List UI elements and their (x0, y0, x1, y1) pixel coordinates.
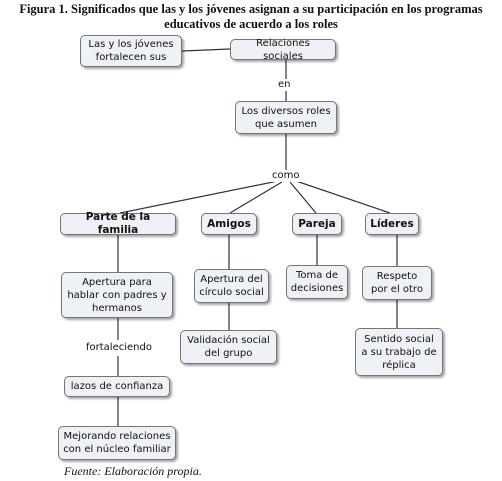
node-toma-label: Toma de decisiones (290, 270, 344, 294)
link-en: en (276, 79, 293, 91)
node-amigos-label: Amigos (207, 217, 251, 230)
figure-title: Figura 1. Significados que las y los jóv… (0, 2, 502, 32)
node-diversos-roles: Los diversos roles que asumen (235, 101, 337, 134)
node-apertura-circulo: Apertura del círculo social (194, 269, 269, 303)
figure-title-line1: Significados que las y los jóvenes asign… (67, 2, 483, 16)
node-jovenes-label: Las y los jóvenes fortalecen sus (88, 39, 174, 63)
node-mejorando-label: Mejorando relaciones con el núcleo famil… (63, 431, 171, 455)
node-familia-label: Parte de la familia (85, 211, 151, 236)
node-relaciones-label: Relaciones sociales (256, 37, 310, 62)
node-mejorando-relaciones: Mejorando relaciones con el núcleo famil… (58, 426, 176, 460)
node-jovenes: Las y los jóvenes fortalecen sus (80, 35, 182, 67)
node-respeto-otro: Respeto por el otro (362, 266, 432, 300)
figure-title-line2: educativos de acuerdo a los roles (164, 17, 338, 31)
figure-source: Fuente: Elaboración propia. (64, 464, 202, 478)
node-relaciones-sociales: Relaciones sociales (230, 37, 336, 62)
node-apertura-circulo-label: Apertura del círculo social (199, 274, 264, 298)
node-apertura-hablar-label: Apertura para hablar con padres y herman… (67, 276, 167, 314)
node-lazos-label: lazos de confianza (70, 381, 164, 392)
node-lazos-confianza: lazos de confianza (64, 376, 170, 397)
link-fortaleciendo: fortaleciendo (84, 342, 154, 354)
edge-como-pareja (289, 181, 317, 214)
node-apertura-hablar: Apertura para hablar con padres y herman… (61, 272, 173, 318)
node-lideres-label: Líderes (370, 217, 414, 230)
node-sentido-social: Sentido social a su trabajo de réplica (355, 328, 443, 376)
node-amigos: Amigos (201, 213, 257, 235)
node-roles-label: Los diversos roles que asumen (241, 105, 331, 130)
node-lideres: Líderes (365, 213, 419, 235)
node-validacion-label: Validación social del grupo (187, 335, 270, 359)
node-toma-decisiones: Toma de decisiones (286, 265, 348, 299)
figure-label: Figura 1. (19, 2, 68, 16)
node-sentido-label: Sentido social a su trabajo de réplica (361, 333, 437, 371)
edge-como-lideres (295, 180, 391, 214)
node-pareja: Pareja (292, 213, 342, 235)
node-parte-familia: Parte de la familia (60, 211, 176, 236)
node-pareja-label: Pareja (298, 217, 336, 230)
edge-como-familia (119, 180, 279, 214)
node-validacion-social: Validación social del grupo (180, 330, 277, 364)
node-respeto-label: Respeto por el otro (371, 271, 423, 295)
edge-como-amigos (229, 181, 283, 214)
link-como: como (270, 170, 302, 182)
edge-jovenes-relaciones (181, 48, 231, 52)
